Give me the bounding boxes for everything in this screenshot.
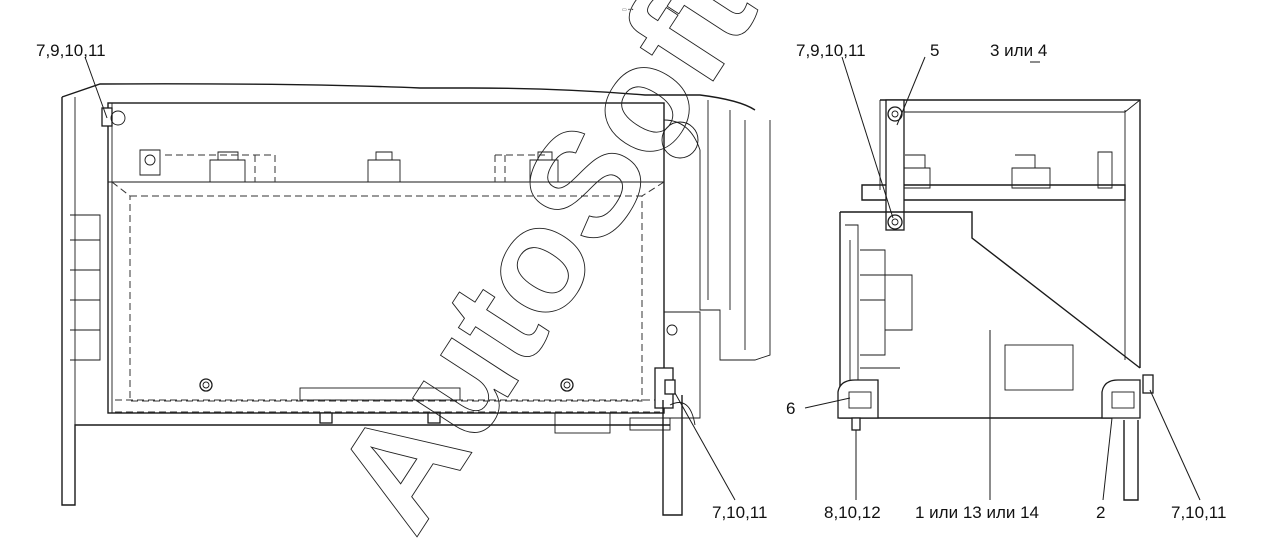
callout-7-9-10-11-left: 7,9,10,11 (36, 41, 106, 60)
watermark: AutoSoft (301, 0, 787, 554)
right-view (837, 99, 1154, 501)
leader-lines (84, 56, 1201, 501)
callout-7-10-11-left: 7,10,11 (712, 503, 767, 522)
callout-7-9-10-11-right: 7,9,10,11 (796, 41, 866, 60)
callout-7-10-11-right: 7,10,11 (1171, 503, 1226, 522)
callout-5: 5 (930, 41, 939, 60)
callout-2: 2 (1096, 503, 1105, 522)
callout-8-10-12: 8,10,12 (824, 503, 881, 522)
callout-1-or-13-or-14: 1 или 13 или 14 (915, 503, 1039, 522)
callout-3-or-4: 3 или 4 (990, 41, 1047, 60)
left-view (61, 83, 771, 516)
top-mark: ▭ ▪▪▪ (622, 7, 634, 13)
callout-6: 6 (786, 399, 795, 418)
